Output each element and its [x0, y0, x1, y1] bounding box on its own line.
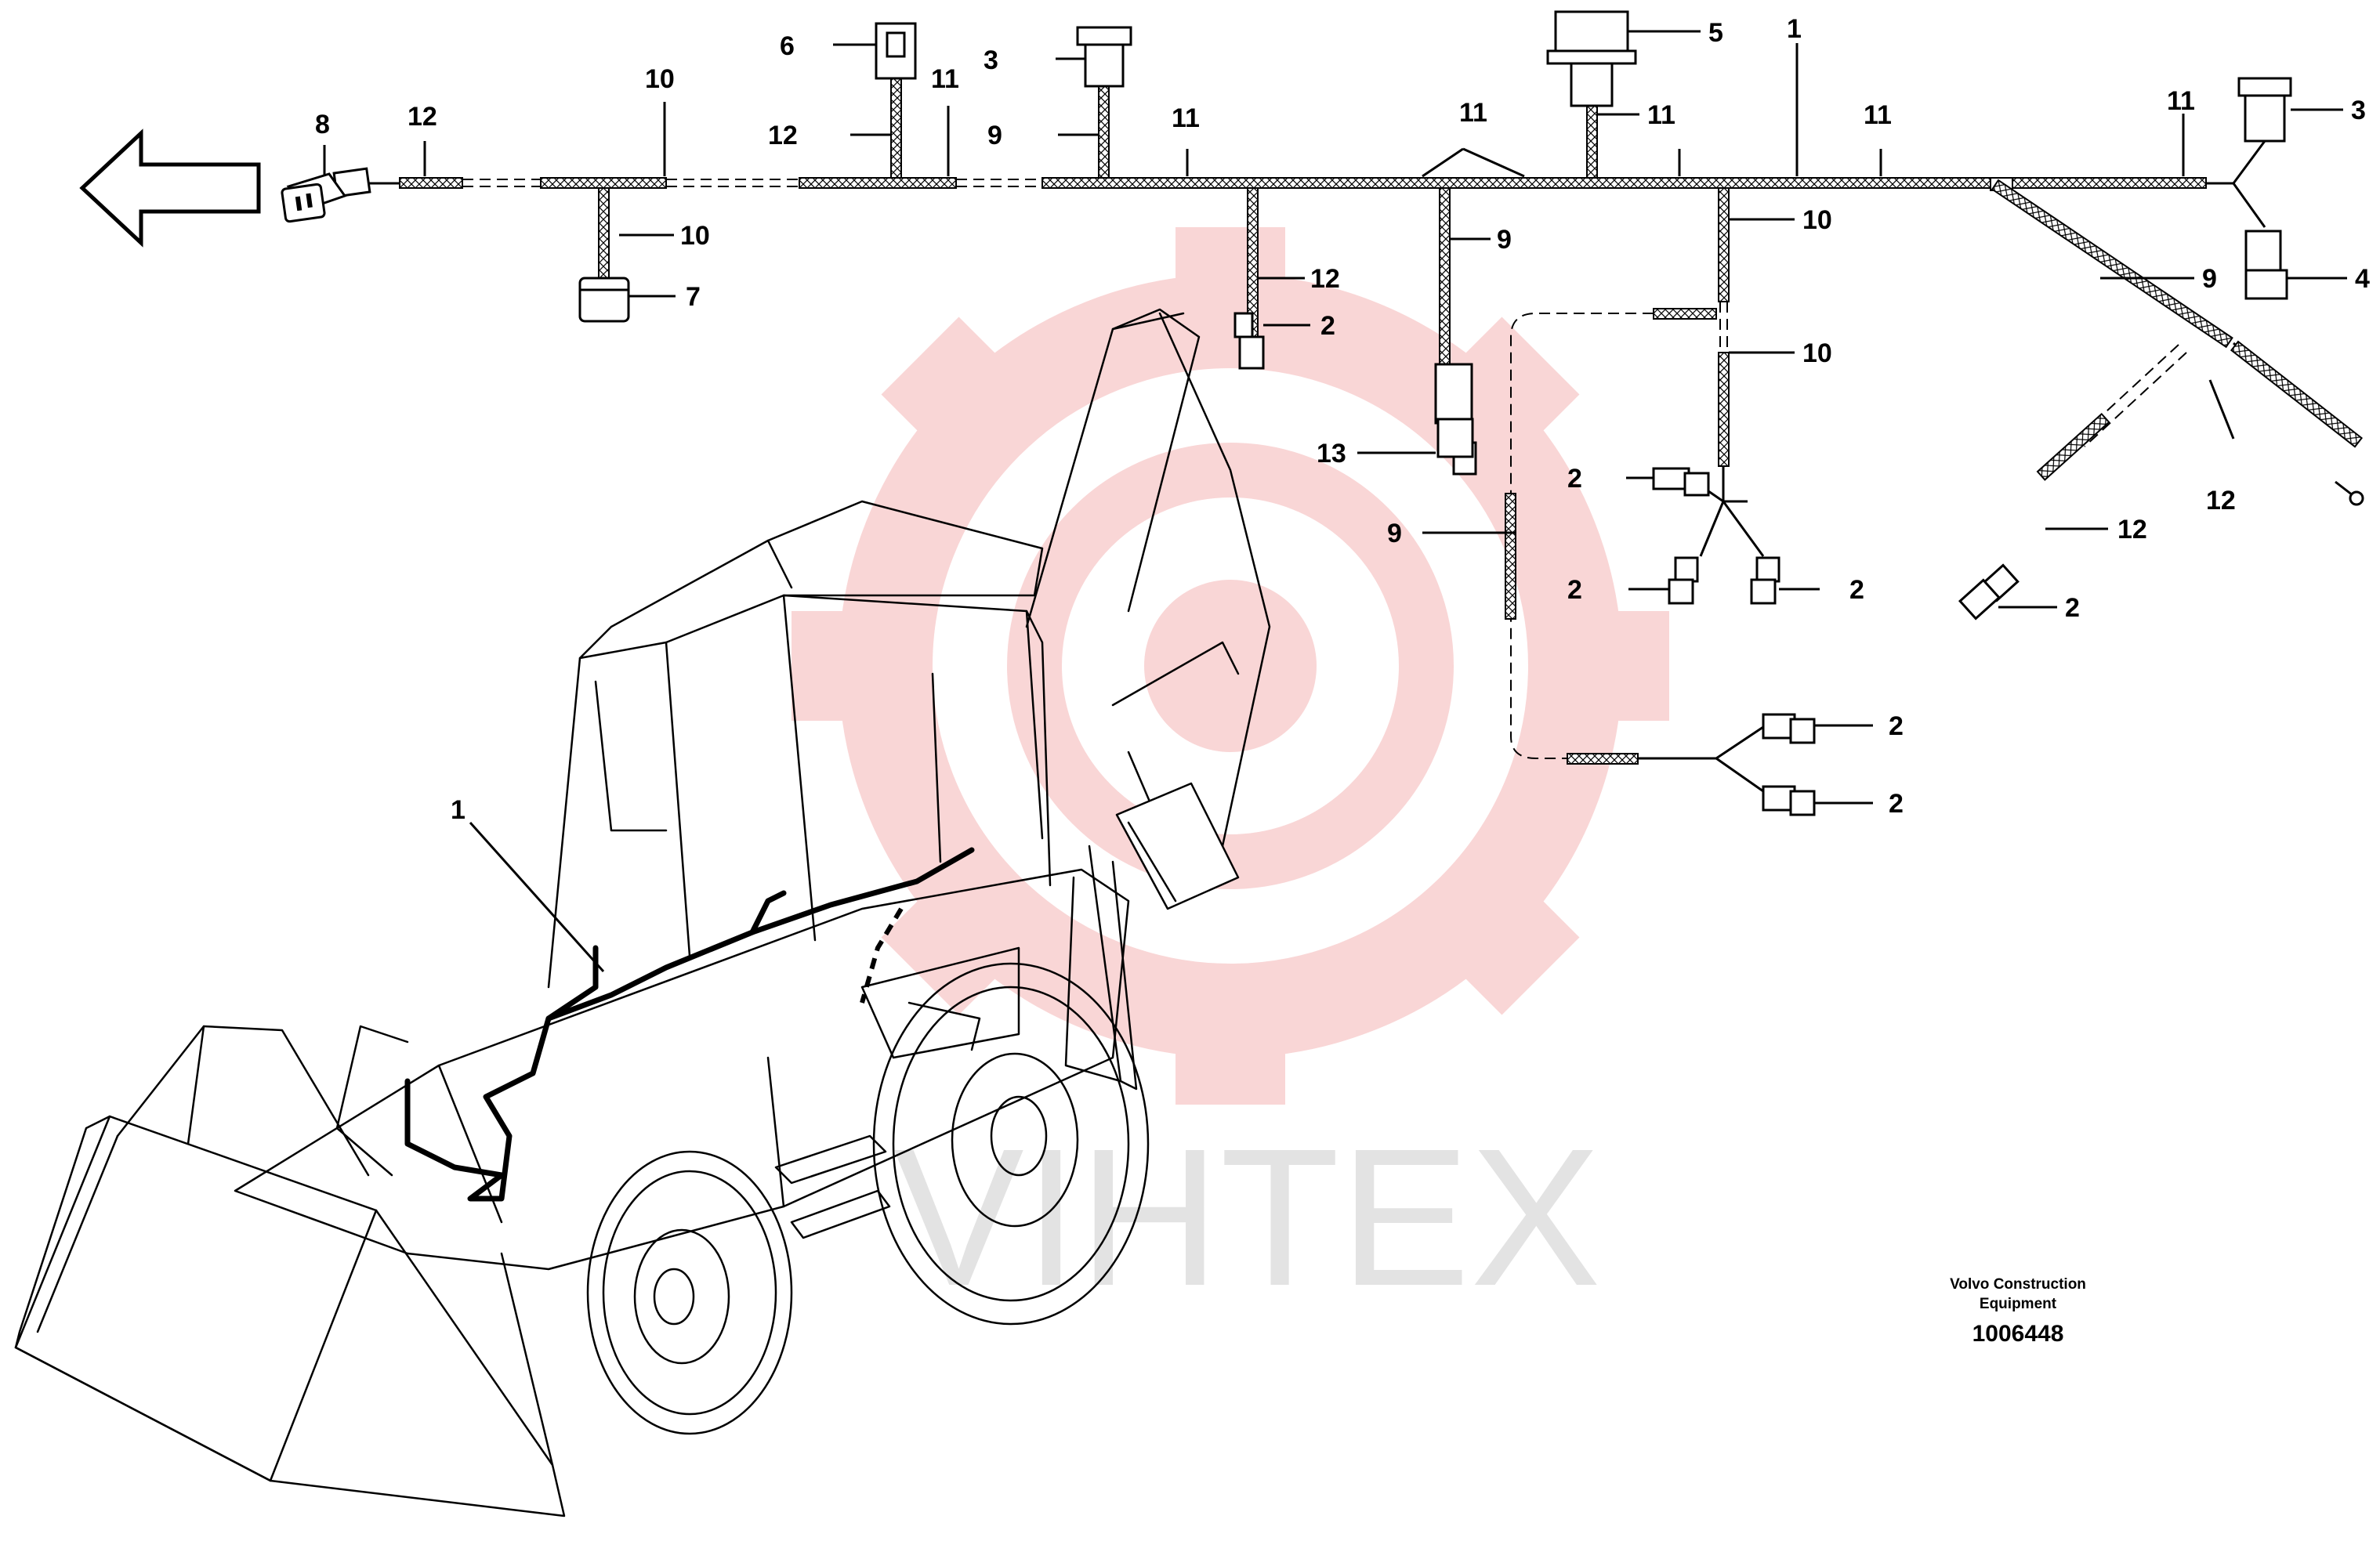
callout-4: 4	[2355, 264, 2370, 294]
callout-11: 11	[1864, 100, 1892, 130]
callout-6: 6	[780, 31, 795, 61]
callout-2: 2	[1889, 789, 1904, 819]
diagonal-branch	[1958, 177, 2364, 620]
callout-9: 9	[987, 121, 1002, 150]
callout-2: 2	[1320, 311, 1335, 341]
harness-on-vehicle	[404, 847, 975, 1202]
branch-9-loop	[1505, 308, 1816, 816]
callout-1: 1	[1787, 14, 1802, 44]
callout-3: 3	[2351, 96, 2366, 125]
watermark-gear-icon	[792, 227, 1669, 1105]
branch-7	[578, 187, 630, 323]
callout-10: 10	[680, 221, 710, 251]
connector-8-icon	[281, 167, 400, 223]
ring-terminal-icon	[2335, 480, 2364, 506]
backhoe-loader-drawing	[14, 308, 1271, 1517]
arrow-left-icon	[79, 128, 261, 248]
callout-11: 11	[1647, 100, 1675, 130]
callout-12: 12	[408, 102, 437, 132]
callout-9: 9	[1387, 519, 1402, 548]
branch-13	[1434, 187, 1477, 476]
callout-11: 11	[1172, 103, 1200, 133]
callout-12: 12	[1310, 264, 1340, 294]
right-end-connectors	[2206, 77, 2292, 300]
main-harness-trunk	[399, 177, 2207, 189]
callout-13: 13	[1317, 439, 1346, 468]
branch-10-right	[1652, 187, 1780, 605]
callout-2: 2	[1567, 464, 1582, 494]
callout-12: 12	[768, 121, 798, 150]
callout-10: 10	[1802, 338, 1832, 368]
callout-3: 3	[984, 45, 998, 75]
callout-2: 2	[2065, 593, 2080, 623]
callout-9: 9	[1497, 225, 1512, 255]
callout-11: 11	[931, 64, 959, 94]
callout-2: 2	[1889, 711, 1904, 741]
callout-11: 11	[1459, 98, 1487, 128]
branch-3-top	[1076, 26, 1132, 179]
callout-5: 5	[1708, 18, 1723, 48]
callout-8: 8	[315, 110, 330, 139]
callout-10: 10	[645, 64, 675, 94]
callout-1-vehicle: 1	[451, 795, 605, 973]
callout-2: 2	[1849, 575, 1864, 605]
drawing-code: 1006448	[1972, 1321, 2064, 1347]
callout-12: 12	[2117, 515, 2147, 544]
harness-dashed-segment	[860, 907, 904, 1004]
callout-7: 7	[686, 282, 701, 312]
callout-12: 12	[2206, 486, 2236, 515]
branch-5	[1546, 10, 1637, 179]
callout-2: 2	[1567, 575, 1582, 605]
callout-leaders	[323, 30, 2347, 805]
callout-9: 9	[2202, 264, 2217, 294]
branch-2-mid	[1233, 187, 1265, 370]
branch-6	[875, 22, 917, 179]
credits-line2: Equipment	[1980, 1296, 2057, 1312]
callout-11: 11	[2167, 86, 2195, 116]
callout-10: 10	[1802, 205, 1832, 235]
watermark-text: VIHTEX	[893, 1108, 1601, 1326]
callout-1-vehicle-label: 1	[451, 795, 465, 825]
credits-line1: Volvo Construction	[1950, 1276, 2086, 1293]
